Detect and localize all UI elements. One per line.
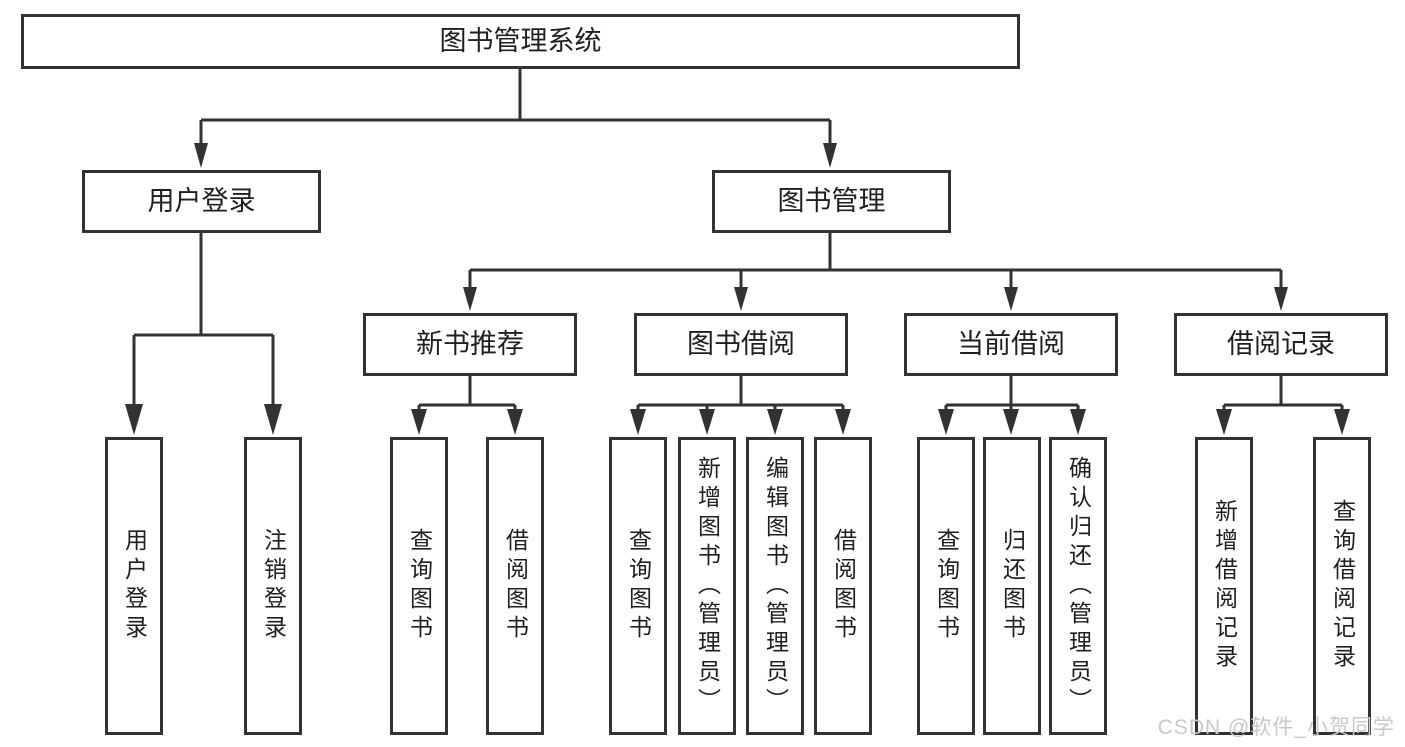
leaf-user-login: 用户登录 bbox=[105, 437, 163, 735]
node-current-borrowing: 当前借阅 bbox=[904, 313, 1118, 376]
node-label: 用户登录 bbox=[121, 528, 148, 644]
node-label: 查询图书 bbox=[406, 528, 433, 644]
leaf-query-books: 查询图书 bbox=[917, 437, 975, 735]
leaf-confirm-return-admin: 确认归还（管理员） bbox=[1049, 437, 1107, 735]
leaf-query-books: 查询图书 bbox=[390, 437, 448, 735]
leaf-add-books-admin: 新增图书（管理员） bbox=[678, 437, 736, 735]
leaf-add-borrow-record: 新增借阅记录 bbox=[1195, 437, 1253, 735]
leaf-logout: 注销登录 bbox=[244, 437, 302, 735]
leaf-query-borrow-record: 查询借阅记录 bbox=[1313, 437, 1371, 735]
node-label: 新增借阅记录 bbox=[1211, 499, 1238, 673]
node-label: 借阅记录 bbox=[1227, 329, 1335, 359]
connector-paths bbox=[132, 68, 1344, 412]
leaf-query-books: 查询图书 bbox=[609, 437, 667, 735]
node-label: 借阅图书 bbox=[502, 528, 529, 644]
leaf-return-books: 归还图书 bbox=[983, 437, 1041, 735]
node-library-management-system: 图书管理系统 bbox=[21, 14, 1020, 69]
node-label: 新书推荐 bbox=[416, 329, 524, 359]
node-user-login: 用户登录 bbox=[82, 170, 321, 233]
node-new-book-recommendation: 新书推荐 bbox=[363, 313, 577, 376]
node-label: 用户登录 bbox=[147, 186, 256, 216]
leaf-borrow-books: 借阅图书 bbox=[814, 437, 872, 735]
leaf-edit-books-admin: 编辑图书（管理员） bbox=[746, 437, 804, 735]
node-book-borrowing: 图书借阅 bbox=[634, 313, 848, 376]
arrowheads bbox=[125, 143, 1350, 435]
node-label: 查询图书 bbox=[625, 528, 652, 644]
leaf-borrow-books: 借阅图书 bbox=[486, 437, 544, 735]
node-label: 图书借阅 bbox=[687, 329, 795, 359]
node-label: 查询借阅记录 bbox=[1329, 499, 1356, 673]
node-label: 查询图书 bbox=[933, 528, 960, 644]
node-label: 借阅图书 bbox=[830, 528, 857, 644]
node-label: 归还图书 bbox=[999, 528, 1026, 644]
node-label: 图书管理 bbox=[777, 186, 886, 216]
node-label: 当前借阅 bbox=[957, 329, 1065, 359]
node-label: 新增图书（管理员） bbox=[694, 455, 721, 717]
node-label: 图书管理系统 bbox=[439, 26, 602, 56]
node-label: 确认归还（管理员） bbox=[1065, 455, 1092, 717]
node-label: 编辑图书（管理员） bbox=[762, 455, 789, 717]
node-borrowing-records: 借阅记录 bbox=[1174, 313, 1388, 376]
node-book-management: 图书管理 bbox=[712, 170, 951, 233]
node-label: 注销登录 bbox=[260, 528, 287, 644]
